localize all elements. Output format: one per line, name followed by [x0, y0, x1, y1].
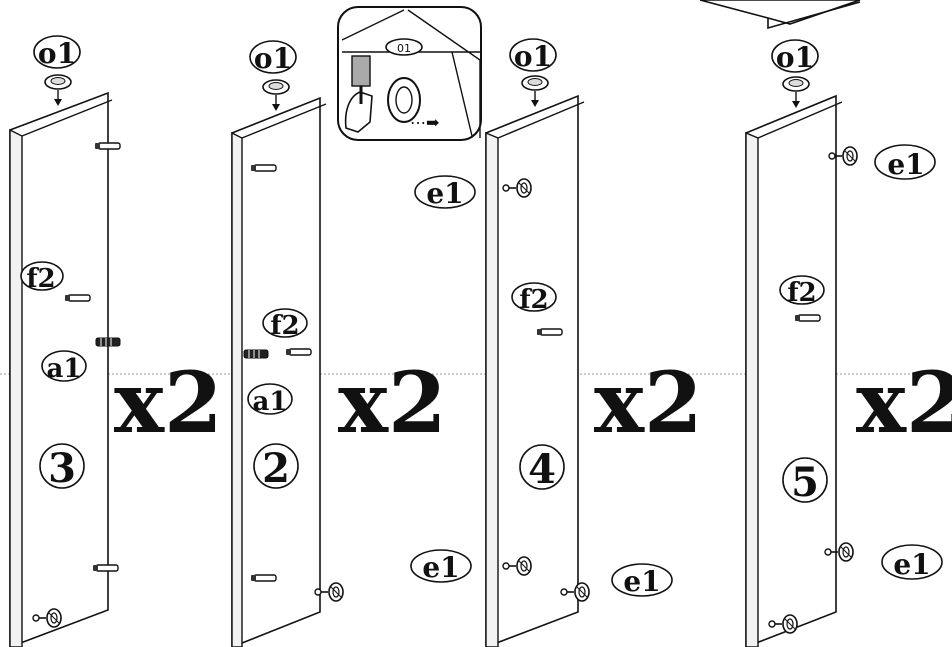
panel-5-group: o1 e1 f2 5 e1 x2 [745, 39, 952, 647]
panel-2-group: o1 f2 a1 2 x2 [231, 40, 447, 647]
label-bubble-a1 [41, 350, 87, 382]
cam-cover-icon [44, 74, 72, 107]
part-label-f2: f2 [270, 311, 299, 341]
label-bubble-f2 [779, 275, 825, 305]
label-bubble-e1 [410, 549, 472, 583]
multiplier-x2: x2 [114, 353, 223, 452]
part-label-a1: a1 [253, 387, 288, 417]
dowel-icon [64, 294, 91, 302]
multiplier-x2: x2 [594, 353, 703, 452]
bolt-icon [95, 337, 121, 347]
panel-4-group: o1 e1 f2 4 e1 e1 x2 [410, 38, 703, 647]
mallet-icon [351, 55, 371, 87]
label-bubble-f2 [511, 282, 557, 312]
label-bubble-e1 [611, 563, 673, 597]
label-bubble-o1 [509, 38, 557, 72]
panel-2-edge [231, 131, 243, 647]
dowel-icon [536, 328, 563, 336]
panel-3-edge [9, 128, 23, 647]
label-bubble-o1 [771, 39, 819, 73]
label-bubble-f2 [262, 308, 308, 338]
part-label-o1: o1 [776, 41, 814, 74]
detail-label-bubble [385, 38, 423, 56]
dowel-icon [794, 314, 821, 322]
detail-inset: ⋯➡ 01 [337, 6, 482, 141]
label-bubble-e1 [881, 544, 943, 580]
panel-number-4: 4 [528, 446, 556, 493]
panel-number-circle [39, 443, 85, 489]
part-label-o1: o1 [514, 40, 552, 73]
label-bubble-f2 [20, 261, 64, 291]
part-label-o1: o1 [254, 42, 292, 75]
panel-3-group: o1 f2 a1 3 x2 [9, 35, 223, 647]
multiplier-x2: x2 [856, 353, 952, 452]
bolt-icon [243, 349, 269, 359]
dowel-icon [94, 142, 121, 150]
cam-cover-icon [262, 79, 290, 112]
panel-4-edge [485, 131, 499, 647]
part-label-e1: e1 [623, 565, 660, 598]
panel-number-circle [253, 443, 299, 489]
dowel-icon [250, 164, 277, 172]
panel-number-3: 3 [48, 445, 76, 492]
part-label-f2: f2 [26, 264, 55, 294]
panel-number-5: 5 [791, 459, 819, 506]
panel-4-face [485, 94, 579, 647]
cam-cover-icon [782, 76, 810, 109]
cam-cover-icon [521, 75, 549, 108]
multiplier-x2: x2 [338, 353, 447, 452]
panel-number-circle [519, 444, 565, 490]
label-bubble-e1 [874, 144, 936, 180]
label-bubble-o1 [33, 35, 81, 69]
dowel-icon [92, 564, 119, 572]
shelf-corner [699, 0, 861, 30]
detail-inset-frame [337, 6, 482, 141]
part-label-e1: e1 [887, 148, 924, 181]
panel-5-face [745, 94, 837, 647]
part-label-o1: o1 [38, 37, 76, 70]
detail-part-label: 01 [397, 42, 411, 55]
direction-arrow-icon: ⋯➡ [410, 113, 439, 132]
part-label-e1: e1 [426, 177, 463, 210]
dowel-icon [285, 348, 312, 356]
label-bubble-e1 [414, 175, 476, 209]
panel-number-2: 2 [262, 445, 290, 492]
panel-number-circle [782, 457, 828, 503]
part-label-f2: f2 [519, 285, 548, 315]
panel-2-face [231, 96, 321, 647]
part-label-f2: f2 [787, 278, 816, 308]
part-label-e1: e1 [422, 551, 459, 584]
part-label-e1: e1 [893, 548, 930, 581]
label-bubble-o1 [249, 40, 297, 74]
panel-5-edge [745, 131, 759, 647]
label-bubble-a1 [247, 383, 293, 415]
part-label-a1: a1 [47, 354, 82, 384]
hand-icon [344, 91, 373, 133]
dowel-icon [250, 574, 277, 582]
